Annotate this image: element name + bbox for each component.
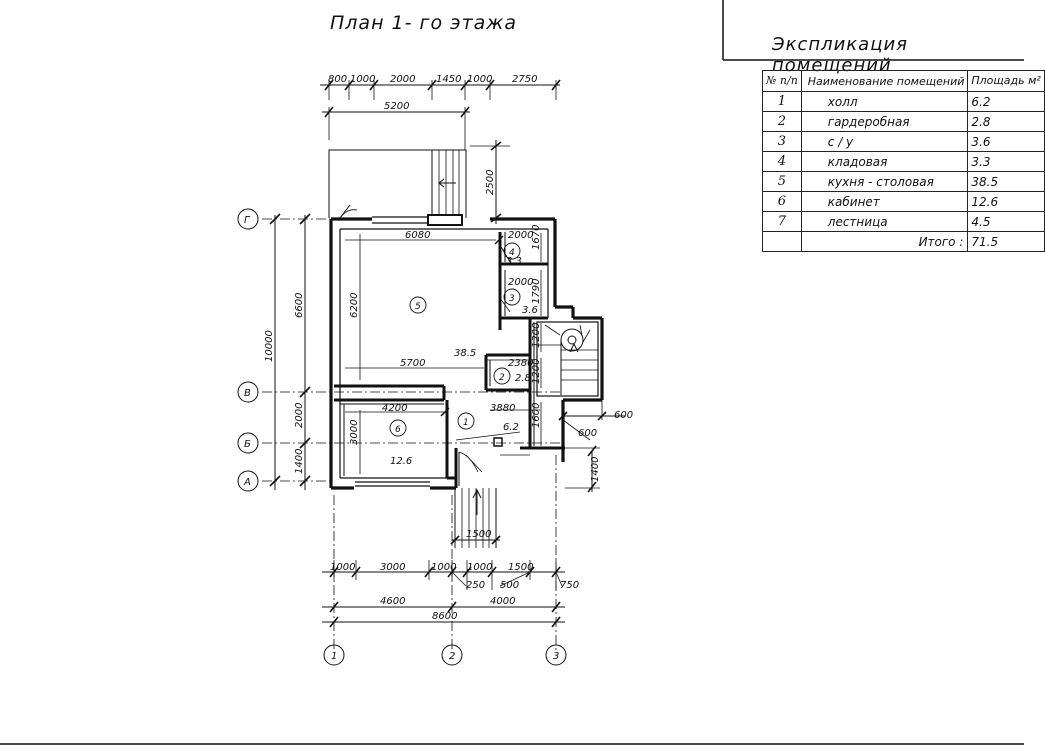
dim-left-3: 6600 bbox=[294, 293, 305, 318]
row-name: кладовая bbox=[800, 151, 969, 172]
dim-stairs-width: 1500 bbox=[466, 529, 491, 540]
dim-right-2: 600 bbox=[578, 428, 597, 439]
axis-letter-g: Г bbox=[244, 215, 251, 226]
dim-top-3: 2000 bbox=[390, 74, 415, 85]
row-num: 6 bbox=[762, 191, 802, 212]
axis-number-1: 1 bbox=[331, 651, 337, 662]
row-name: гардеробная bbox=[800, 111, 969, 132]
dim-top-6: 2750 bbox=[512, 74, 537, 85]
table-row: 2 гардеробная 2.8 bbox=[762, 111, 1045, 132]
r5-height: 6200 bbox=[349, 293, 360, 318]
r5-area: 38.5 bbox=[454, 348, 476, 359]
row-area: 3.6 bbox=[967, 131, 1045, 152]
dim-top-overall: 5200 bbox=[384, 101, 409, 112]
dim-bottom-mid-2: 4000 bbox=[490, 596, 515, 607]
dim-bottom-overall: 8600 bbox=[432, 611, 457, 622]
total-value: 71.5 bbox=[967, 231, 1045, 252]
explication-header-row: № п/п Наименование помещений Площадь м² bbox=[762, 70, 1045, 92]
explication-table: № п/п Наименование помещений Площадь м² … bbox=[762, 70, 1045, 252]
r5-width: 6080 bbox=[405, 230, 430, 241]
r5-inner: 5700 bbox=[400, 358, 425, 369]
row-num: 2 bbox=[762, 111, 802, 132]
dim-right-1: 600 bbox=[614, 410, 633, 421]
r3-height: 1790 bbox=[531, 279, 542, 304]
r6-height: 3000 bbox=[349, 420, 360, 445]
axis-letter-b: Б bbox=[244, 439, 251, 450]
dim-bottom-5: 1500 bbox=[508, 562, 533, 573]
room-label-2: 2 bbox=[499, 373, 505, 383]
dim-bottom-mid-1: 4600 bbox=[380, 596, 405, 607]
r1-area: 6.2 bbox=[503, 422, 519, 433]
room-label-6: 6 bbox=[395, 425, 401, 435]
row-area: 2.8 bbox=[967, 111, 1045, 132]
header-num: № п/п bbox=[762, 70, 802, 92]
r4-height: 1670 bbox=[531, 225, 542, 250]
dim-right-3: 1400 bbox=[590, 457, 601, 482]
row-area: 12.6 bbox=[967, 191, 1045, 212]
r4-width: 2000 bbox=[508, 230, 533, 241]
r2-width: 2380 bbox=[508, 358, 533, 369]
r2-area: 2.8 bbox=[515, 373, 531, 384]
floor-plan-drawing: 800 1000 2000 1450 1000 2750 5200 2500 1… bbox=[0, 0, 1024, 745]
row-name: с / у bbox=[800, 131, 969, 152]
header-name: Наименование помещений bbox=[800, 70, 969, 92]
table-row: 1 холл 6.2 bbox=[762, 91, 1045, 112]
table-row: 5 кухня - столовая 38.5 bbox=[762, 171, 1045, 192]
row-area: 3.3 bbox=[967, 151, 1045, 172]
room-label-1: 1 bbox=[463, 418, 469, 428]
r1-width: 3880 bbox=[490, 403, 515, 414]
dim-top-2: 1000 bbox=[350, 74, 375, 85]
row-num: 7 bbox=[762, 211, 802, 232]
dim-top-1: 800 bbox=[328, 74, 347, 85]
total-row: Итого : 71.5 bbox=[762, 231, 1045, 252]
axis-letter-a: А bbox=[243, 477, 251, 488]
dim-bottom-3: 1000 bbox=[431, 562, 456, 573]
row-name: холл bbox=[800, 91, 969, 112]
dim-porch: 2500 bbox=[485, 170, 496, 195]
row-num: 4 bbox=[762, 151, 802, 172]
table-row: 7 лестница 4.5 bbox=[762, 211, 1045, 232]
table-row: 4 кладовая 3.3 bbox=[762, 151, 1045, 172]
axis-letter-v: В bbox=[244, 388, 251, 399]
r6-width: 4200 bbox=[382, 403, 407, 414]
r4-area: 3.3 bbox=[506, 256, 522, 267]
row-area: 4.5 bbox=[967, 211, 1045, 232]
total-label: Итого : bbox=[800, 231, 969, 252]
dim-bottom-small-3: 750 bbox=[560, 580, 579, 591]
dim-left-1: 1400 bbox=[294, 449, 305, 474]
dim-bottom-4: 1000 bbox=[467, 562, 492, 573]
row-name: лестница bbox=[800, 211, 969, 232]
dim-left-overall: 10000 bbox=[264, 330, 275, 362]
dim-bottom-small-1: 250 bbox=[466, 580, 485, 591]
dim-bottom-1: 1000 bbox=[330, 562, 355, 573]
header-area: Площадь м² bbox=[967, 70, 1045, 92]
r6-area: 12.6 bbox=[390, 456, 412, 467]
row-name: кухня - столовая bbox=[800, 171, 969, 192]
plan-title: План 1- го этажа bbox=[330, 12, 518, 34]
dim-top-4: 1450 bbox=[436, 74, 461, 85]
room-label-4: 4 bbox=[509, 248, 515, 258]
axis-number-3: 3 bbox=[553, 651, 559, 662]
r3-width: 2000 bbox=[508, 277, 533, 288]
room-label-5: 5 bbox=[415, 302, 421, 312]
r1-height: 1600 bbox=[531, 403, 542, 428]
dim-left-2: 2000 bbox=[294, 403, 305, 428]
r2-height: 1200 bbox=[531, 359, 542, 384]
table-row: 3 с / у 3.6 bbox=[762, 131, 1045, 152]
dim-bottom-2: 3000 bbox=[380, 562, 405, 573]
room-label-3: 3 bbox=[509, 294, 515, 304]
row-area: 38.5 bbox=[967, 171, 1045, 192]
row-area: 6.2 bbox=[967, 91, 1045, 112]
axis-number-2: 2 bbox=[449, 651, 455, 662]
table-row: 6 кабинет 12.6 bbox=[762, 191, 1045, 212]
stair-dim: 1200 bbox=[531, 323, 542, 348]
total-empty bbox=[762, 231, 802, 252]
row-name: кабинет bbox=[800, 191, 969, 212]
dim-bottom-small-2: 500 bbox=[500, 580, 519, 591]
row-num: 3 bbox=[762, 131, 802, 152]
row-num: 1 bbox=[762, 91, 802, 112]
dim-top-5: 1000 bbox=[467, 74, 492, 85]
row-num: 5 bbox=[762, 171, 802, 192]
r3-area: 3.6 bbox=[522, 305, 538, 316]
